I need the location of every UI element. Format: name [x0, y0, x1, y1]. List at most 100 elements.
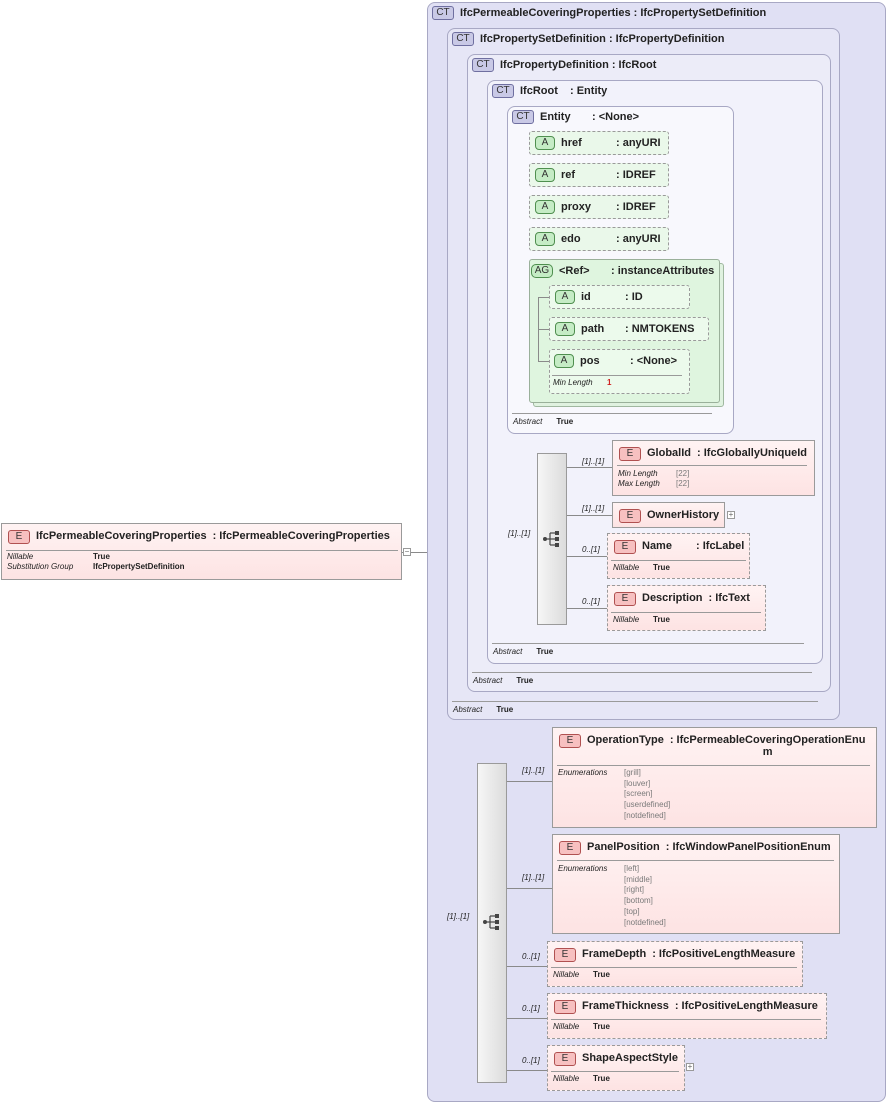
connector — [507, 888, 552, 889]
minus-icon[interactable]: − — [403, 547, 411, 556]
element-type: : IfcPositiveLengthMeasure — [674, 1000, 818, 1012]
element-ownerhistory[interactable]: E OwnerHistory — [612, 502, 725, 528]
attribute-proxy[interactable]: A proxy : IDREF — [529, 195, 669, 219]
element-header: E FrameThickness : IfcPositiveLengthMeas… — [554, 1000, 818, 1014]
attribute-name: proxy — [561, 201, 591, 213]
element-header: E Description : IfcText — [614, 592, 750, 606]
attribute-id[interactable]: A id : ID — [549, 285, 690, 309]
sequence-compositor[interactable] — [477, 763, 507, 1083]
element-type: : IfcPermeableCoveringProperties — [212, 530, 390, 542]
complex-type-type: : <None> — [592, 111, 640, 123]
element-type-continued: m — [762, 746, 773, 758]
divider — [551, 1019, 821, 1020]
element-operationtype[interactable]: E OperationType : IfcPermeableCoveringOp… — [552, 727, 877, 828]
element-icon: E — [554, 948, 576, 962]
complex-type-header: CT Entity : <None> — [512, 110, 639, 124]
element-framedepth[interactable]: E FrameDepth : IfcPositiveLengthMeasure … — [547, 941, 803, 987]
cardinality: [1]..[1] — [522, 873, 545, 882]
sequence-icon — [483, 914, 499, 930]
attribute-icon: A — [535, 136, 555, 150]
divider — [551, 1071, 679, 1072]
attribute-icon: A — [535, 168, 555, 182]
complex-type-header: CT IfcPropertyDefinition : IfcRoot — [472, 58, 656, 72]
attribute-type: : <None> — [630, 355, 678, 367]
complex-type-icon: CT — [472, 58, 494, 72]
element-icon: E — [614, 592, 636, 606]
complex-type-header: CT IfcPermeableCoveringProperties : IfcP… — [432, 6, 766, 20]
attribute-type: : anyURI — [616, 137, 661, 149]
attribute-name: pos — [580, 355, 600, 367]
complex-type-header: CT IfcPropertySetDefinition : IfcPropert… — [452, 32, 724, 46]
attribute-group-header: AG <Ref> : instanceAttributes — [531, 264, 714, 278]
element-header: E PanelPosition : IfcWindowPanelPosition… — [559, 841, 831, 855]
element-enumerations: Enumerations [left] [middle] [right] [bo… — [558, 864, 666, 927]
cardinality: [1]..[1] — [447, 912, 470, 921]
attribute-type: : NMTOKENS — [625, 323, 695, 335]
attribute-type: : IDREF — [616, 201, 656, 213]
connector — [402, 552, 438, 553]
attribute-icon: A — [555, 322, 575, 336]
element-header: E OperationType : IfcPermeableCoveringOp… — [559, 734, 865, 758]
attribute-name: id — [581, 291, 591, 303]
element-header: E Name : IfcLabel — [614, 540, 744, 554]
sequence-icon — [543, 531, 559, 547]
element-globalid[interactable]: E GlobalId : IfcGloballyUniqueId Min Len… — [612, 440, 815, 496]
attribute-name: path — [581, 323, 605, 335]
complex-type-name: Entity — [540, 111, 571, 123]
enum-value: [screen] — [624, 789, 653, 799]
element-name: OperationType — [587, 734, 664, 746]
element-name: Description — [642, 592, 703, 604]
element-type: : IfcWindowPanelPositionEnum — [665, 841, 831, 853]
connector — [567, 515, 612, 516]
attribute-edo[interactable]: A edo : anyURI — [529, 227, 669, 251]
enum-value: [notdefined] — [624, 810, 666, 820]
complex-type-icon: CT — [432, 6, 454, 20]
cardinality: [1]..[1] — [522, 766, 545, 775]
connector — [567, 608, 607, 609]
element-icon: E — [554, 1000, 576, 1014]
cardinality: 0..[1] — [582, 545, 600, 554]
element-type-wrap: : IfcPermeableCoveringOperationEnu m — [670, 734, 866, 758]
divider — [472, 672, 812, 673]
element-icon: E — [554, 1052, 576, 1066]
complex-type-icon: CT — [512, 110, 534, 124]
element-panelposition[interactable]: E PanelPosition : IfcWindowPanelPosition… — [552, 834, 840, 934]
complex-type-name: IfcRoot — [520, 85, 558, 97]
attribute-path[interactable]: A path : NMTOKENS — [549, 317, 709, 341]
divider — [492, 643, 804, 644]
cardinality: 0..[1] — [582, 597, 600, 606]
attribute-ref[interactable]: A ref : IDREF — [529, 163, 669, 187]
element-enumerations: Enumerations [grill] [louver] [screen] [… — [558, 768, 671, 820]
connector — [567, 467, 612, 468]
divider — [552, 375, 682, 376]
plus-icon[interactable]: + — [727, 510, 735, 519]
connector — [538, 329, 550, 330]
element-name: OwnerHistory — [647, 509, 720, 521]
element-icon: E — [614, 540, 636, 554]
attribute-name: href — [561, 137, 582, 149]
element-properties: Min Length[22] Max Length[22] — [618, 469, 690, 488]
plus-icon[interactable]: + — [686, 1062, 694, 1071]
connector — [567, 556, 607, 557]
element-icon: E — [8, 530, 30, 544]
divider — [617, 465, 807, 466]
enum-value: [notdefined] — [624, 917, 666, 927]
element-name: FrameThickness — [582, 1000, 669, 1012]
complex-type-icon: CT — [492, 84, 514, 98]
element-ifcpermeablecoveringproperties[interactable]: E IfcPermeableCoveringProperties : IfcPe… — [1, 523, 402, 580]
element-framethickness[interactable]: E FrameThickness : IfcPositiveLengthMeas… — [547, 993, 827, 1039]
element-type: : IfcGloballyUniqueId — [697, 447, 808, 459]
cardinality: [1]..[1] — [582, 504, 605, 513]
attribute-href[interactable]: A href : anyURI — [529, 131, 669, 155]
attribute-name: edo — [561, 233, 581, 245]
